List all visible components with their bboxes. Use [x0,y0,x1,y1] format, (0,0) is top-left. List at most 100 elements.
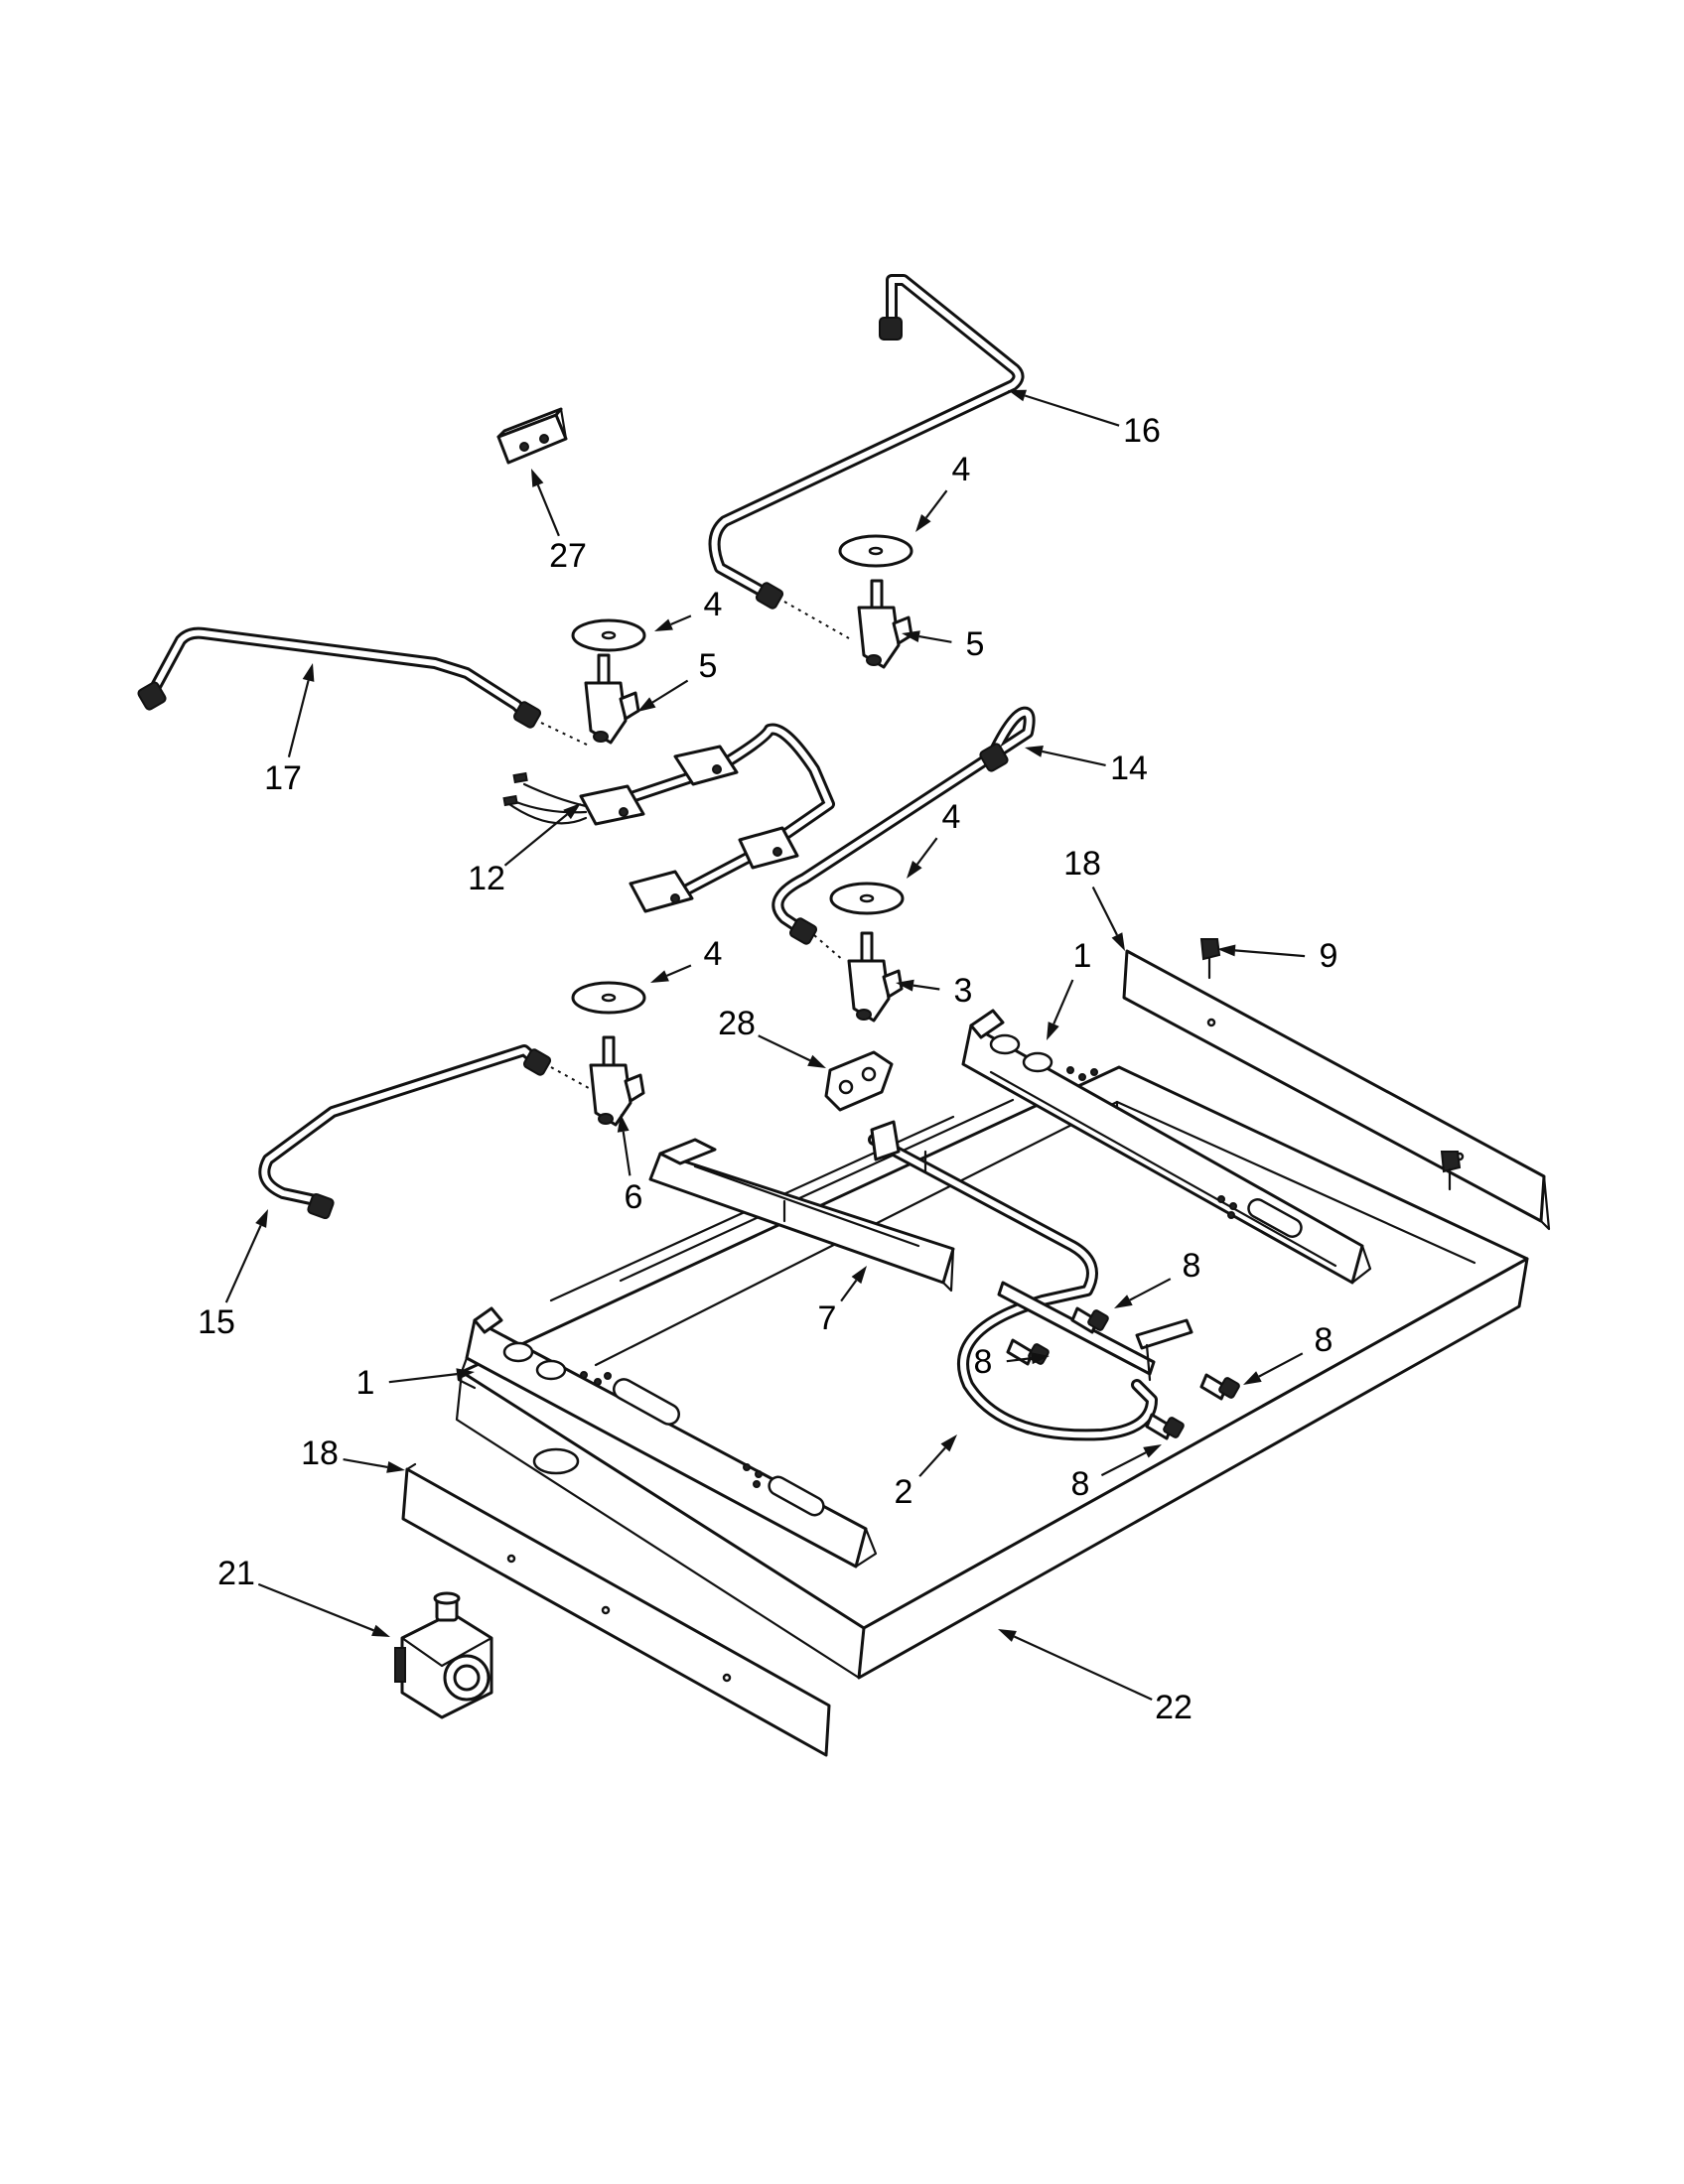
callout-label-8: 8 [1183,1247,1201,1285]
leader-arrowhead-22 [998,1629,1017,1642]
leader-arrowhead-9 [1217,944,1236,957]
leader-line-4 [924,489,948,519]
gas-tube-part-14 [772,706,1036,962]
callout-leaders [224,389,1306,1702]
leader-line-7 [840,1279,858,1302]
callout-label-22: 22 [1155,1689,1193,1726]
leader-line-8 [1129,1278,1172,1301]
callout-label-3: 3 [954,972,973,1010]
screw-part-8-d [1145,1413,1185,1440]
leader-line-21 [257,1582,374,1632]
leader-arrowhead-5 [902,630,920,642]
callout-label-28: 28 [718,1005,756,1042]
gas-tube-part-15 [258,1044,597,1220]
u-burner-part-2 [868,1120,1193,1441]
washer-part-4-middle [829,882,905,915]
leader-arrowhead-16 [1008,389,1027,402]
leader-line-27 [536,484,560,537]
leader-arrowhead-28 [807,1054,826,1068]
leader-arrowhead-1 [1047,1022,1059,1040]
leader-arrowhead-2 [940,1434,957,1452]
leader-line-4 [670,614,692,626]
leader-line-1 [1052,979,1074,1024]
screw-part-9-a [1199,938,1221,980]
leader-arrowhead-4 [907,861,922,879]
callout-label-12: 12 [468,860,505,897]
leader-line-1 [388,1373,458,1384]
leader-line-2 [918,1446,946,1477]
callout-label-17: 17 [264,759,302,797]
callout-label-4: 4 [952,451,971,488]
leader-line-8 [1006,1357,1033,1363]
callout-label-15: 15 [198,1303,235,1341]
leader-arrowhead-7 [851,1266,867,1285]
callout-label-8: 8 [974,1343,993,1381]
leader-line-5 [651,679,689,704]
leader-line-18 [1091,887,1118,936]
leader-arrowhead-8 [1243,1371,1262,1385]
callout-label-9: 9 [1320,937,1338,975]
callout-label-14: 14 [1110,750,1148,787]
valve-part-5-upper [857,579,913,669]
callout-label-27: 27 [549,537,587,575]
leader-arrowhead-8 [1143,1444,1162,1458]
leader-line-14 [1042,750,1106,766]
callout-label-1: 1 [356,1364,375,1402]
valve-part-3 [847,931,904,1023]
callout-label-16: 16 [1123,412,1161,450]
leader-line-9 [1234,949,1306,958]
leader-arrowhead-1 [456,1368,475,1381]
leader-line-5 [918,635,952,643]
screw-part-8-c [1199,1373,1240,1401]
leader-arrowhead-5 [637,697,656,712]
valve-part-6 [589,1035,645,1127]
terminal-block-part-27 [496,407,568,465]
leader-arrowhead-8 [1114,1295,1133,1308]
center-rail-part-7 [648,1138,955,1293]
callout-label-4: 4 [704,586,723,623]
callout-label-7: 7 [818,1299,837,1337]
igniter-harness-part-12 [502,723,835,913]
screw-part-8-a [1070,1306,1109,1334]
gasket-part-28 [824,1050,894,1112]
leader-arrowhead-6 [617,1114,630,1133]
leader-line-6 [622,1131,632,1176]
leader-line-17 [287,680,310,757]
leader-line-12 [503,813,568,867]
leader-line-22 [1013,1635,1153,1702]
leader-arrowhead-14 [1025,746,1044,757]
leader-arrowhead-8 [1031,1352,1050,1365]
leader-line-8 [1100,1451,1147,1477]
leader-arrowhead-18 [1111,932,1125,951]
leader-line-8 [1258,1352,1304,1378]
leader-arrowhead-18 [386,1461,405,1473]
gas-tube-part-16 [708,274,1025,639]
washer-part-4-lower [571,981,646,1015]
leader-line-4 [915,837,938,866]
leader-line-28 [758,1034,811,1062]
leader-line-15 [224,1224,262,1303]
leader-line-16 [1024,394,1120,427]
leader-line-4 [666,964,692,977]
gas-tube-part-17 [137,626,592,748]
leader-arrowhead-12 [563,803,581,820]
burner-bracket-part-1-left [457,1306,878,1569]
callout-label-4: 4 [942,798,961,836]
side-rail-part-18-left [401,1462,831,1757]
leader-arrowhead-21 [371,1624,390,1637]
leader-arrowhead-4 [654,618,673,631]
callout-label-8: 8 [1315,1321,1333,1359]
washer-part-4-upper [838,534,913,568]
callout-label-1: 1 [1073,937,1092,975]
side-rail-part-18-right [1122,949,1551,1231]
burner-bracket-part-1-right [961,1009,1372,1285]
leader-arrowhead-4 [650,970,669,983]
leader-line-3 [912,984,940,991]
leader-arrowhead-27 [531,469,544,487]
washer-part-4-left [571,618,646,652]
leader-arrowhead-3 [896,979,914,992]
leader-arrowhead-17 [302,663,315,682]
leader-arrowhead-4 [915,514,931,532]
